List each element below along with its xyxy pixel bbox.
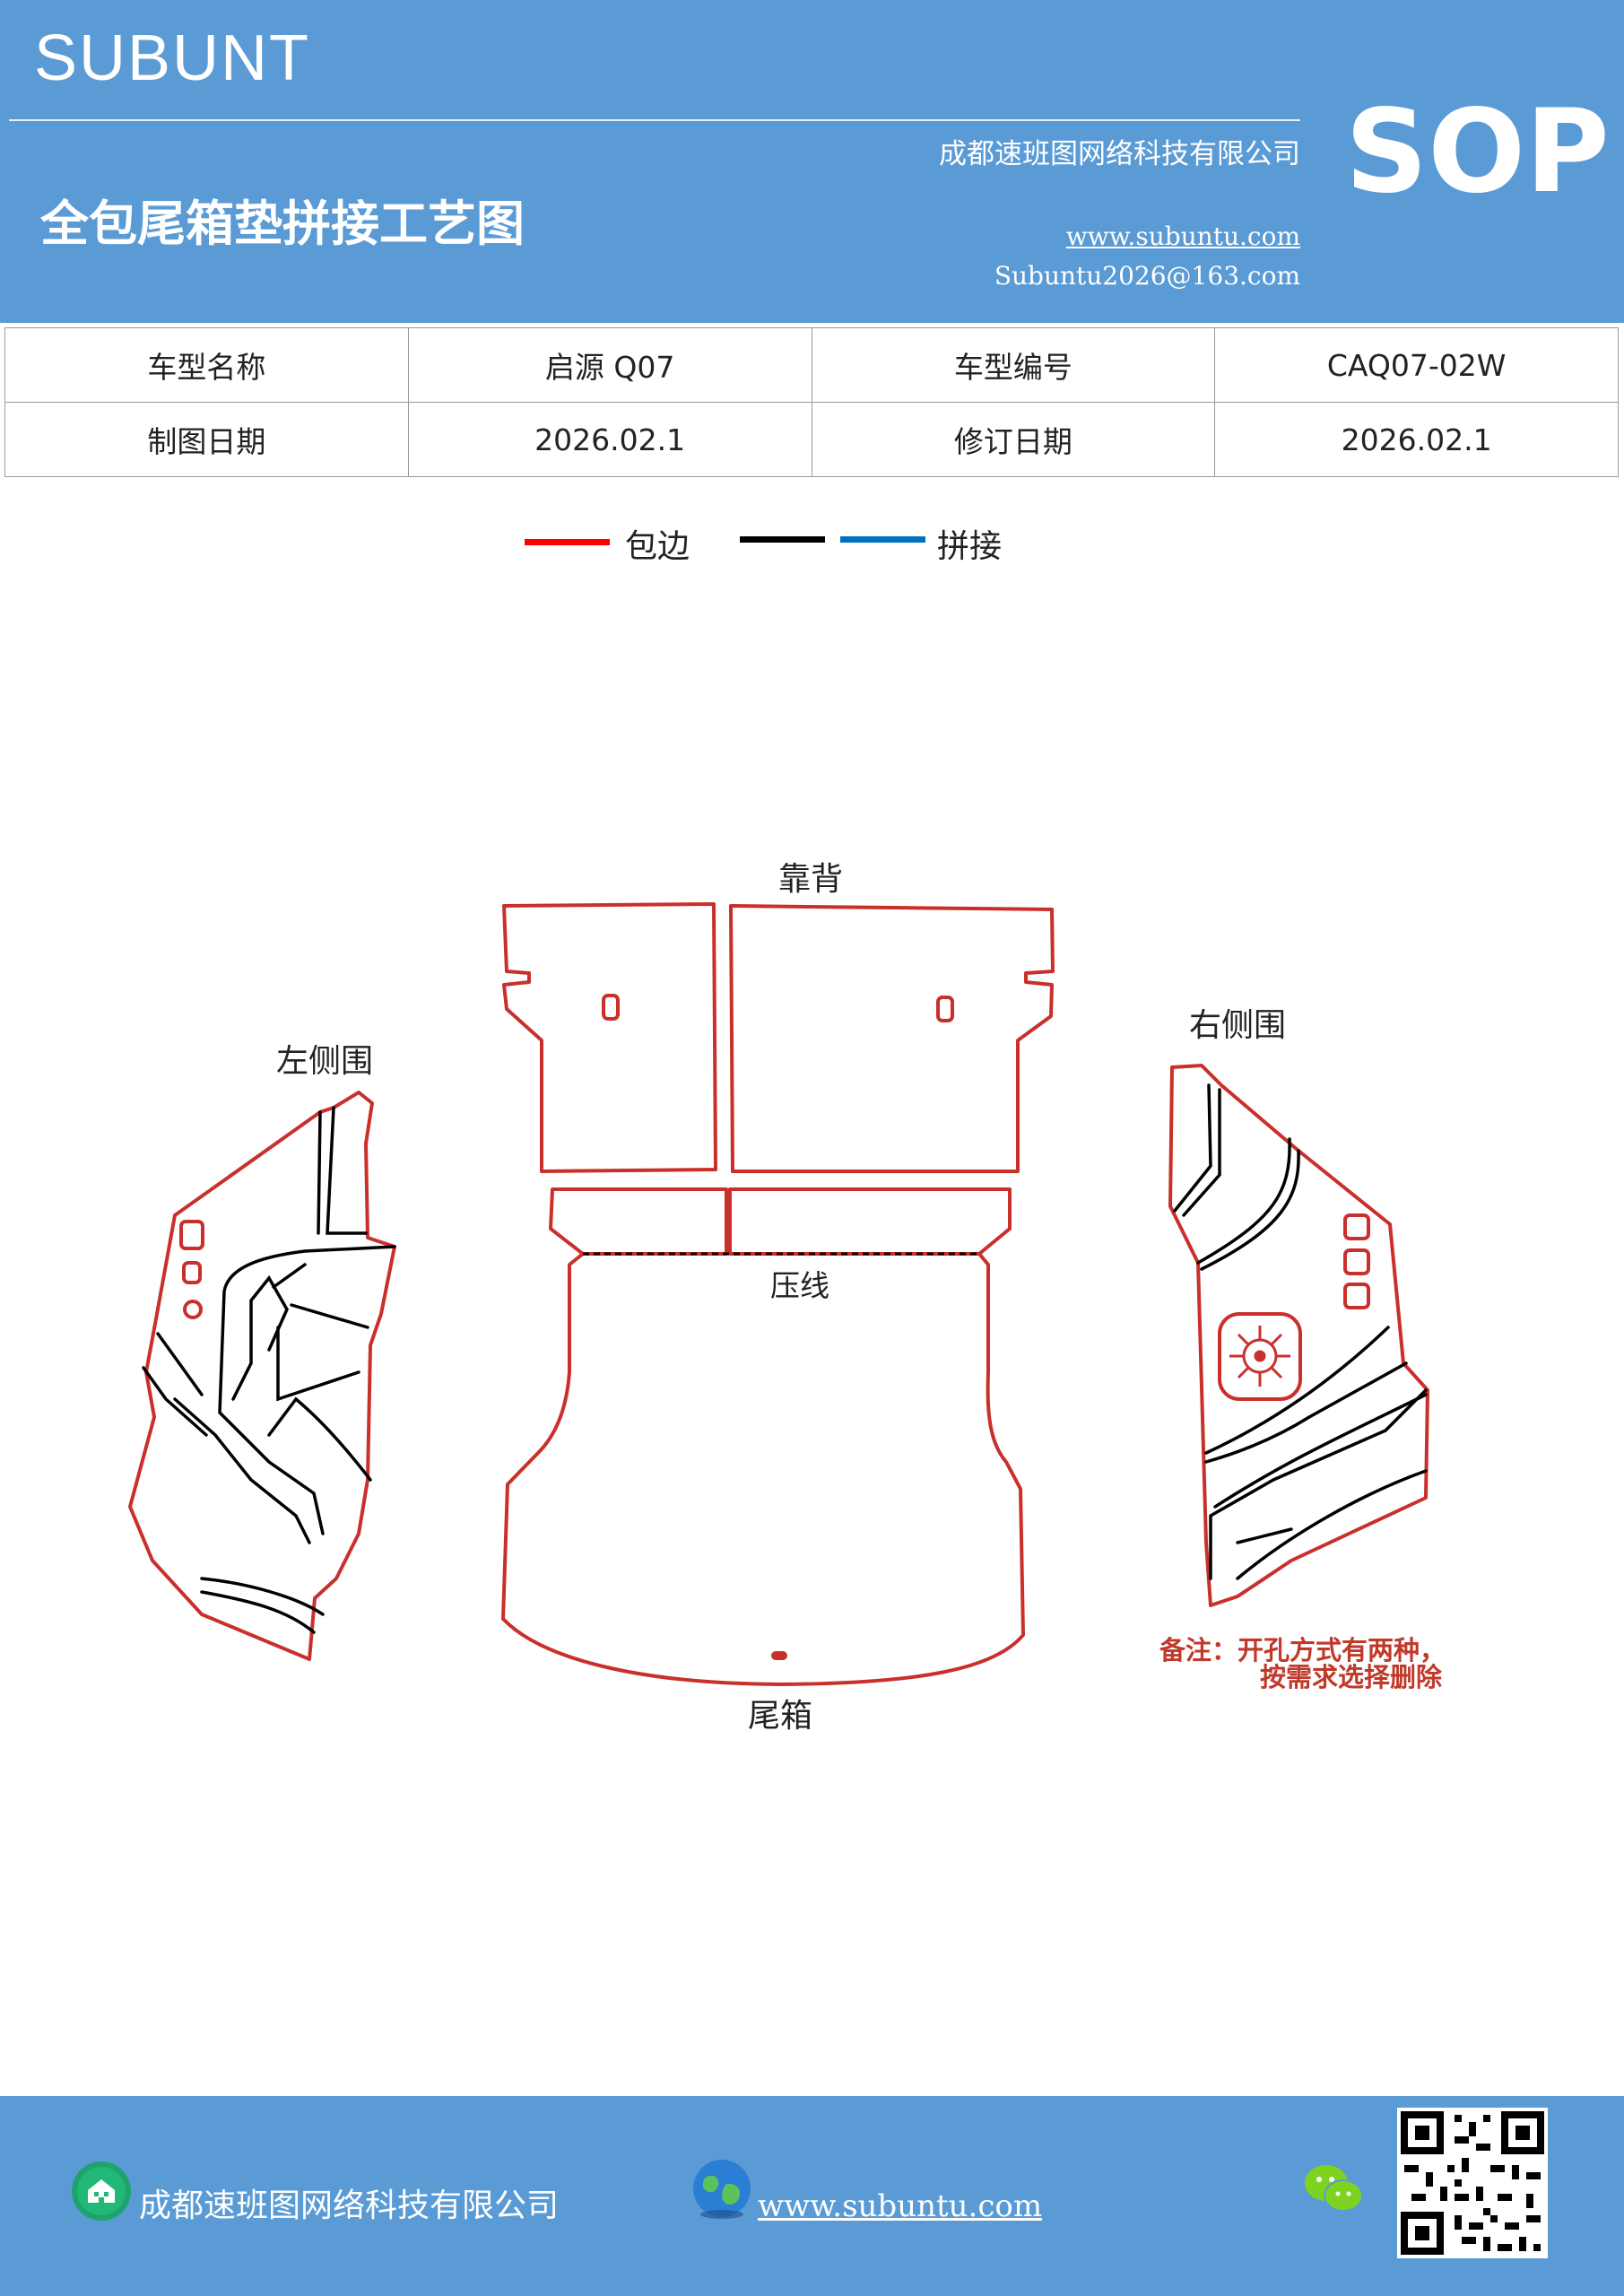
floor-upper-left — [549, 1187, 728, 1256]
footer-website-link[interactable]: www.subuntu.com — [758, 2188, 1043, 2224]
label-left-side: 左侧围 — [276, 1043, 373, 1080]
left-hole-1 — [179, 1220, 204, 1250]
website-link[interactable]: www.subuntu.com — [1065, 222, 1300, 251]
backrest-left-hole — [602, 994, 620, 1021]
sop-badge: SOP — [1345, 85, 1610, 219]
model-name-value: 启源 Q07 — [407, 327, 812, 403]
legend-black-swatch — [740, 536, 825, 543]
legend-label-splice: 拼接 — [937, 528, 1003, 565]
building-icon — [72, 2161, 131, 2221]
backrest-right-hole — [936, 996, 954, 1022]
left-hole-3 — [183, 1300, 203, 1319]
left-hole-2 — [182, 1261, 202, 1284]
left-side-seams — [142, 1106, 396, 1634]
model-name-label: 车型名称 — [4, 327, 409, 403]
wechat-icon[interactable] — [1302, 2161, 1365, 2217]
backrest-left-panel — [502, 902, 717, 1173]
backrest-right-panel — [729, 904, 1055, 1173]
revision-date-label: 修订日期 — [811, 402, 1216, 477]
vehicle-info-table: 车型名称 启源 Q07 车型编号 CAQ07-02W 制图日期 2026.02.… — [4, 327, 1619, 477]
right-side-panel — [1168, 1064, 1429, 1607]
email-address: Subuntu2026@163.com — [994, 261, 1300, 291]
model-code-value: CAQ07-02W — [1214, 327, 1619, 403]
note-line-2: 按需求选择删除 — [1260, 1662, 1443, 1692]
right-vent-cutout — [1218, 1312, 1302, 1401]
header-divider — [9, 119, 1300, 121]
right-side-seams — [1173, 1083, 1428, 1580]
table-row: 车型名称 启源 Q07 车型编号 CAQ07-02W — [4, 327, 1619, 403]
trunk-panel — [501, 1252, 1025, 1686]
globe-icon — [693, 2160, 751, 2219]
drawing-date-label: 制图日期 — [4, 402, 409, 477]
right-hole-2 — [1343, 1248, 1370, 1275]
floor-upper-right — [728, 1187, 1012, 1256]
note-line-1: 备注：开孔方式有两种， — [1159, 1635, 1446, 1665]
left-side-panel — [128, 1091, 396, 1661]
company-name: 成都速班图网络科技有限公司 — [939, 138, 1300, 170]
trunk-slot — [771, 1651, 787, 1660]
legend-blue-swatch — [840, 536, 925, 543]
label-right-side: 右侧围 — [1189, 1007, 1286, 1044]
right-hole-3 — [1343, 1283, 1370, 1309]
label-backrest: 靠背 — [778, 861, 843, 898]
model-code-label: 车型编号 — [811, 327, 1216, 403]
legend-label-edging: 包边 — [625, 528, 690, 565]
legend-red-swatch — [525, 539, 610, 545]
vent-rosette-icon — [1229, 1326, 1290, 1387]
revision-date-value: 2026.02.1 — [1214, 402, 1619, 477]
page-title: 全包尾箱垫拼接工艺图 — [40, 196, 525, 252]
qr-code — [1397, 2108, 1548, 2258]
right-hole-1 — [1343, 1213, 1370, 1240]
footer-company-name: 成都速班图网络科技有限公司 — [139, 2187, 560, 2224]
drawing-date-value: 2026.02.1 — [407, 402, 812, 477]
header-banner — [0, 0, 1624, 323]
label-crease: 压线 — [770, 1268, 829, 1303]
label-trunk: 尾箱 — [748, 1698, 812, 1735]
brand-name: SUBUNT — [34, 22, 311, 94]
table-row: 制图日期 2026.02.1 修订日期 2026.02.1 — [4, 402, 1619, 477]
